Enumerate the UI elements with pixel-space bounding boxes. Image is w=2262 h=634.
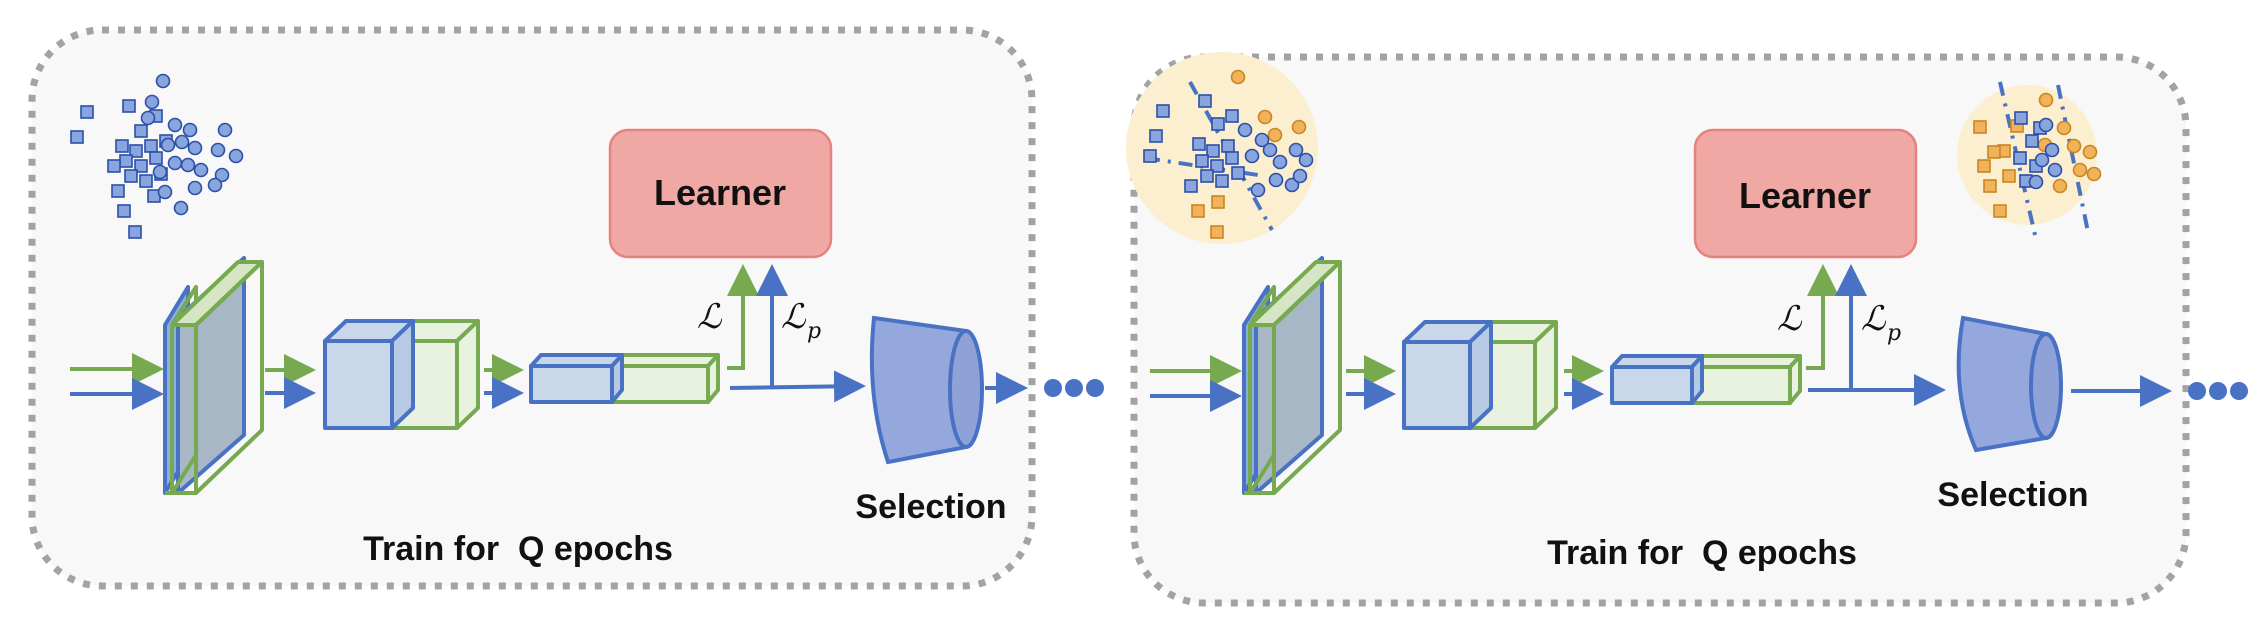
stage-1-layer-1 bbox=[163, 256, 264, 495]
stage-1-selection-funnel bbox=[869, 315, 984, 465]
stage-1: Learner ℒ ℒ p Selection Train for Q epoc… bbox=[28, 26, 1104, 590]
stage-1-sample-scatter bbox=[70, 73, 244, 239]
stage-2-loss-p-label: ℒ bbox=[1861, 299, 1887, 339]
stage-2-selection-label: Selection bbox=[1937, 476, 2088, 514]
stage-1-caption: Train for Q epochs bbox=[363, 530, 673, 568]
stage-1-loss-p-subscript: p bbox=[807, 319, 821, 344]
stage-1-learner-box bbox=[608, 128, 833, 259]
stage-2: Learner ℒ ℒ p Selection Train for Q epoc… bbox=[1126, 52, 2248, 607]
stage-2-layer-3 bbox=[1610, 354, 1802, 405]
stage-2-layer-2 bbox=[1402, 320, 1558, 430]
stage-1-selection-label: Selection bbox=[855, 488, 1006, 526]
stage-2-sample-scatter-left bbox=[1126, 52, 1318, 244]
stage-2-caption: Train for Q epochs bbox=[1547, 534, 1857, 572]
stage-2-continuation-dots bbox=[2188, 382, 2248, 400]
stage-2-learner-box bbox=[1693, 128, 1918, 259]
stage-2-learner-label: Learner bbox=[1739, 175, 1871, 216]
stage-1-layer-2 bbox=[323, 319, 480, 430]
stage-1-loss-arrow bbox=[727, 264, 759, 370]
stage-2-loss-p-subscript: p bbox=[1887, 321, 1901, 346]
stage-2-loss-label: ℒ bbox=[1777, 299, 1803, 339]
stage-2-loss-arrow bbox=[1806, 264, 1839, 370]
stage-1-continuation-dots bbox=[1044, 379, 1104, 397]
stage-2-panel bbox=[1130, 53, 2190, 607]
stage-2-selection-funnel bbox=[1956, 315, 2063, 453]
stage-1-learner-label: Learner bbox=[654, 172, 786, 213]
stage-2-layer-1 bbox=[1242, 256, 1342, 495]
stage-1-loss-p-label: ℒ bbox=[781, 297, 807, 337]
stage-2-sample-scatter-right bbox=[1957, 81, 2102, 236]
stage-1-arrow-to-selection bbox=[729, 370, 866, 403]
stage-1-loss-label: ℒ bbox=[697, 297, 723, 337]
stage-1-layer-3 bbox=[529, 353, 720, 404]
